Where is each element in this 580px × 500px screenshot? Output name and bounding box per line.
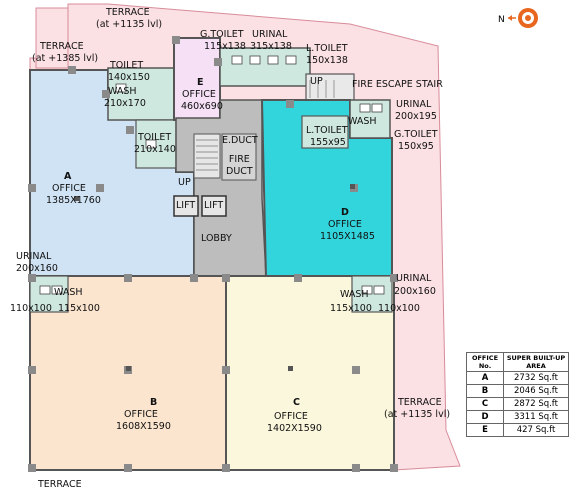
d-wash-label: WASH [348,116,377,127]
legend-office-cell: E [466,423,504,437]
compass-n-label: N [498,15,505,25]
urinal-right-name: URINAL [396,273,432,284]
terrace-left-label: TERRACE [40,41,84,52]
lobby-label: LOBBY [201,233,232,244]
office-c-size: 1402X1590 [267,423,322,434]
office-a-label: OFFICE [52,183,86,194]
d-ltoilet-block [301,115,349,149]
up-mid-label: UP [178,177,191,188]
urinal-top-name: URINAL [252,29,288,40]
legend-office-cell: A [466,371,504,385]
g-toilet-size: 115x138 [204,41,246,52]
d-ltoilet-name: L.TOILET [306,125,348,136]
terrace-left-level: (at +1385 lvl) [32,53,99,64]
office-c-letter: C [293,397,300,408]
office-b-label: OFFICE [124,409,158,420]
fire-duct-label: FIRE DUCT [226,154,253,178]
office-d-letter: D [341,207,349,218]
d-urinal-size: 200x195 [395,111,437,122]
d-gtoilet-size: 150x95 [398,141,434,152]
legend-header-area: SUPER BUILT-UP AREA [503,352,569,372]
d-urinal-name: URINAL [396,99,432,110]
office-e-label: OFFICE [182,89,216,100]
office-c-label: OFFICE [274,411,308,422]
lift-1 [173,195,199,217]
fire-escape-label: FIRE ESCAPE STAIR [352,79,443,90]
office-d-label: OFFICE [328,219,362,230]
fire-escape-stair [305,73,355,103]
wash-a-name: WASH [108,86,137,97]
legend-area-cell: 427 Sq.ft [503,423,569,437]
legend-area-cell: 2046 Sq.ft [503,384,569,398]
office-e-letter: E [197,77,204,88]
office-b-size: 1608X1590 [116,421,171,432]
lift-2 [201,195,227,217]
legend-area-cell: 3311 Sq.ft [503,410,569,424]
d-ltoilet-size: 155x95 [310,137,346,148]
wash-right-label: WASH [340,289,369,300]
fire-duct-text: FIRE DUCT [226,154,253,177]
toilet-a2-size: 210x140 [134,144,176,155]
l-toilet-top-size: 150x138 [306,55,348,66]
terrace-top-label: TERRACE [106,7,150,18]
l-toilet-top-name: L.TOILET [306,43,348,54]
toilet-a-name: TOILET [110,60,144,71]
room-markers [74,184,355,371]
office-a-letter: A [64,171,72,182]
terrace-right-label: TERRACE [398,397,442,408]
g-toilet-name: G.TOILET [200,29,244,40]
legend-header-row: OFFICE No. SUPER BUILT-UP AREA [466,352,569,372]
lift-2-label: LIFT [204,200,224,211]
office-b-letter: B [150,397,158,408]
lift-1-label: LIFT [176,200,196,211]
office-e-size: 460x690 [181,101,223,112]
duct-block [221,133,257,181]
stair-block [193,133,221,179]
wash-left-label: WASH [54,287,83,298]
wash-right-size-2: 110x100 [378,303,420,314]
legend-office-cell: C [466,397,504,411]
wash-a-size: 210x170 [104,98,146,109]
up-top-label: UP [310,76,323,87]
toilet-fixtures [39,55,385,295]
wash-right-size-1: 115x100 [330,303,372,314]
legend-office-cell: B [466,384,504,398]
terrace-left-block [35,7,69,69]
compass-icon: N [498,8,538,28]
toilet-block-top [219,47,311,87]
terrace-right-level: (at +1135 lvl) [384,409,451,420]
terrace-bottom-label: TERRACE [38,479,82,490]
d-gtoilet-name: G.TOILET [394,129,438,140]
wash-left-size-2: 115x100 [58,303,100,314]
office-d-size: 1105X1485 [320,231,375,242]
e-duct-label: E.DUCT [222,135,258,146]
office-a-size: 1385X1760 [46,195,101,206]
legend-area-cell: 2732 Sq.ft [503,371,569,385]
urinal-right-size: 200x160 [394,286,436,297]
toilet-a2-name: TOILET [138,132,172,143]
toilet-a-size: 140x150 [108,72,150,83]
legend-area-cell: 2872 Sq.ft [503,397,569,411]
legend-header-office: OFFICE No. [466,352,504,372]
legend-office-cell: D [466,410,504,424]
terrace-top-level: (at +1135 lvl) [96,19,163,30]
urinal-top-size: 315x138 [250,41,292,52]
stair-steps [196,80,335,171]
urinal-left-name: URINAL [16,251,52,262]
urinal-left-size: 200x160 [16,263,58,274]
wash-left-size-1: 110x100 [10,303,52,314]
